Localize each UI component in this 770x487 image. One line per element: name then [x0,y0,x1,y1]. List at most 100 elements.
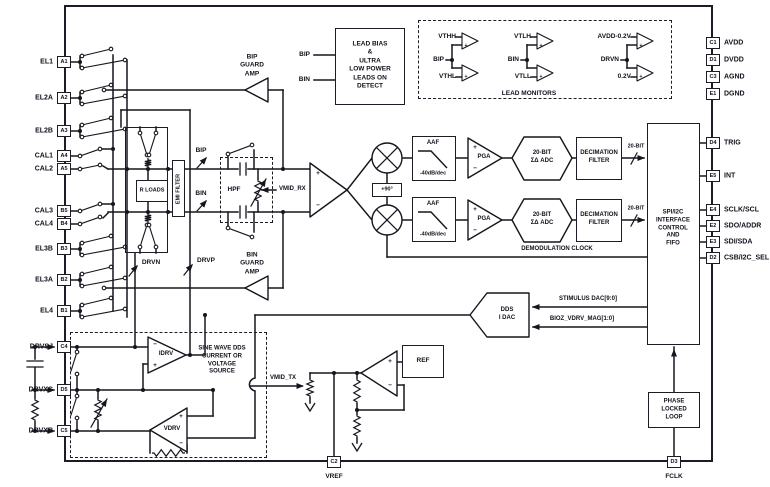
pin-cal1: A4 [57,150,71,162]
pin-agnd: C3 [706,71,720,83]
pin-label-dgnd: DGND [724,90,745,98]
refamp-minus: − [388,381,392,389]
bip-signal-label: BIP [195,146,207,154]
spi-interface-box [647,123,700,345]
pin-code: C1 [709,40,717,46]
aaf2-slope: -40dB/dec [419,231,447,238]
pin-code: A2 [60,95,68,101]
pin-el4: B1 [57,305,71,317]
cmp-plus-2a: + [639,42,643,49]
pin-drvxr: C5 [57,425,71,437]
ina-minus: − [316,201,320,209]
pga1-plus: + [473,143,477,151]
monitor-avdd02-label: AVDD-0.2V [597,32,631,40]
pin-label-el1: EL1 [40,58,53,66]
bin-guard-amp-label: BIN GUARD AMP [240,251,264,276]
adc2-label: 20-BIT ΣΔ ADC [530,212,554,226]
pga2-minus: − [473,226,477,234]
r-loads-box [136,180,168,202]
lead-monitors-title: LEAD MONITORS [501,89,557,97]
vmid-tx-label: VMID_TX [269,375,297,382]
emi-filter-box [172,160,185,217]
pin-drvsj: C4 [57,341,71,353]
pin-code: D4 [709,140,717,146]
monitor-vthh-label: VTHH [438,32,456,40]
cmp-plus-0b: + [464,73,468,80]
pin-label-drvxr: DRVXR [28,427,53,435]
bioz-vdrv-label: BIOZ_VDRV_MAG[1:0] [549,316,615,323]
pin-cal3: B5 [57,205,71,217]
vdrv-label: VDRV [163,426,181,433]
pin-code: E1 [709,91,717,97]
ina-plus: + [316,169,320,177]
pin-label-agnd: AGND [724,73,745,81]
pin-label-sdo-addr: SDO/ADDR [724,222,762,230]
monitor-drvn-label: DRVN [600,55,619,63]
pin-code: E2 [709,223,717,229]
pin-label-el3b: EL3B [35,245,53,253]
phase-90-label: +90° [381,186,393,193]
pin-int: E5 [706,170,720,182]
pin-code: B3 [60,246,68,252]
pin-sdi-sda: E3 [706,236,720,248]
pin-label-cal4: CAL4 [34,220,53,228]
ref-label: REF [416,356,430,364]
decim1-label: DECIMATION FILTER [580,150,618,164]
adc1-label: 20-BIT ΣΔ ADC [530,150,554,164]
pin-drvxc: D5 [57,384,71,396]
aaf1-title: AAF [426,140,440,147]
idrv-plus: + [153,361,157,369]
monitor-02v-label: 0.2V [617,72,631,80]
pin-sclk-scl: E4 [706,204,720,216]
pin-label-dvdd: DVDD [724,56,744,64]
pga2-plus: + [473,205,477,213]
chip-outline [64,5,713,462]
decimation-filter-box-1 [576,137,622,180]
pin-dgnd: E1 [706,88,720,100]
pin-code: C3 [709,74,717,80]
pin-csb-i2c-sel: D2 [706,252,720,264]
pin-cal4: B4 [57,218,71,230]
pin-code: B5 [60,208,68,214]
monitor-vthl-label: VTHL [439,72,456,80]
pll-label: PHASE LOCKED LOOP [661,398,687,420]
lead-bias-bin-label: BIN [298,75,310,83]
pin-code: E4 [709,207,717,213]
vdrv-minus: − [179,439,183,447]
pin-el3b: B3 [57,243,71,255]
bus2-label: 20-BIT [627,205,645,212]
cmp-plus-1b: + [539,73,543,80]
demod-clock-label: DEMODULATION CLOCK [521,246,593,253]
monitor-bin-label: BIN [507,55,519,63]
pin-el2b: A3 [57,125,71,137]
pin-el1: A1 [57,56,71,68]
pin-code: A5 [60,166,68,172]
bus1-label: 20-BIT [627,143,645,150]
pin-fclk: D3 [667,456,681,468]
vmid-rx-label: VMID_RX [279,186,306,193]
pin-vref: C2 [327,456,341,468]
bip-guard-amp-label: BIP GUARD AMP [240,53,264,78]
pin-label-int: INT [724,172,736,180]
pga1-minus: − [473,164,477,172]
pin-trig: D4 [706,137,720,149]
pin-code: C2 [330,459,338,465]
pin-sdo-addr: E2 [706,220,720,232]
pin-label-avdd: AVDD [724,39,744,47]
pin-label-csb-i2c-sel: CSB/I2C_SEL [724,254,770,262]
drvn-signal-label: DRVN [141,258,161,266]
pin-el3a: B2 [57,274,71,286]
monitor-bip-label: BIP [433,55,444,63]
pin-label-cal1: CAL1 [34,152,53,160]
pin-label-drvsj: DRVSJ [29,343,53,351]
lead-bias-label: LEAD BIAS & ULTRA LOW POWER LEADS ON DET… [349,40,391,90]
pin-code: E5 [709,173,717,179]
drvp-signal-label: DRVP [197,256,215,264]
pin-cal2: A5 [57,163,71,175]
pin-label-el4: EL4 [40,307,53,315]
pin-code: D3 [670,459,678,465]
emi-filter-label: EMI FILTER [174,173,181,204]
lead-bias-bip-label: BIP [299,50,310,58]
pga1-label: PGA [477,154,491,161]
